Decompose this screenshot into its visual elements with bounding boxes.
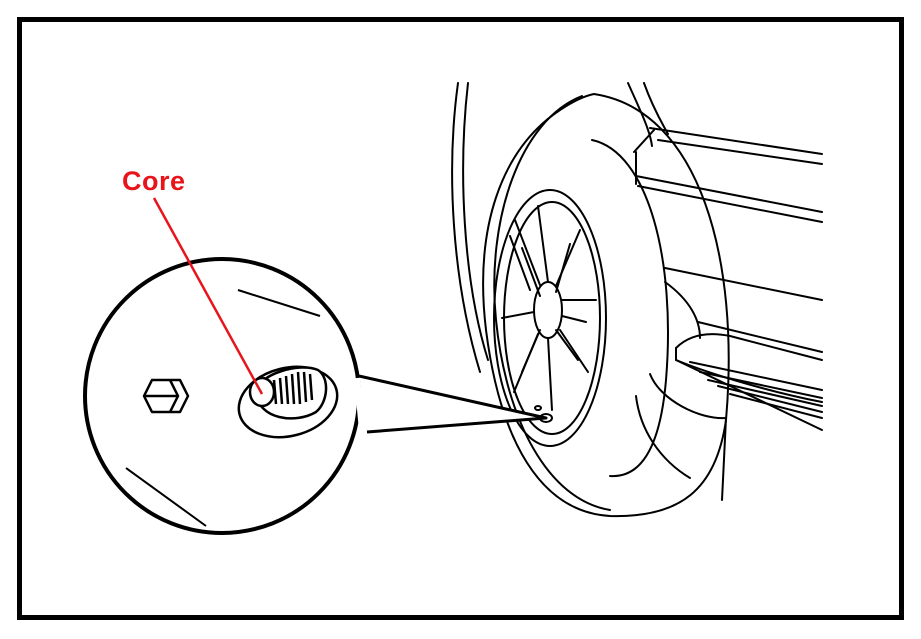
core-callout-label: Core [122,166,186,196]
callout-leader [152,197,264,395]
valve-core-assembly [237,365,339,439]
valve-cap [142,378,190,414]
magnified-detail [83,257,548,535]
figure-frame [17,17,904,620]
vehicle-body [451,82,823,501]
tire [482,93,730,518]
wheel-rim [493,189,607,447]
